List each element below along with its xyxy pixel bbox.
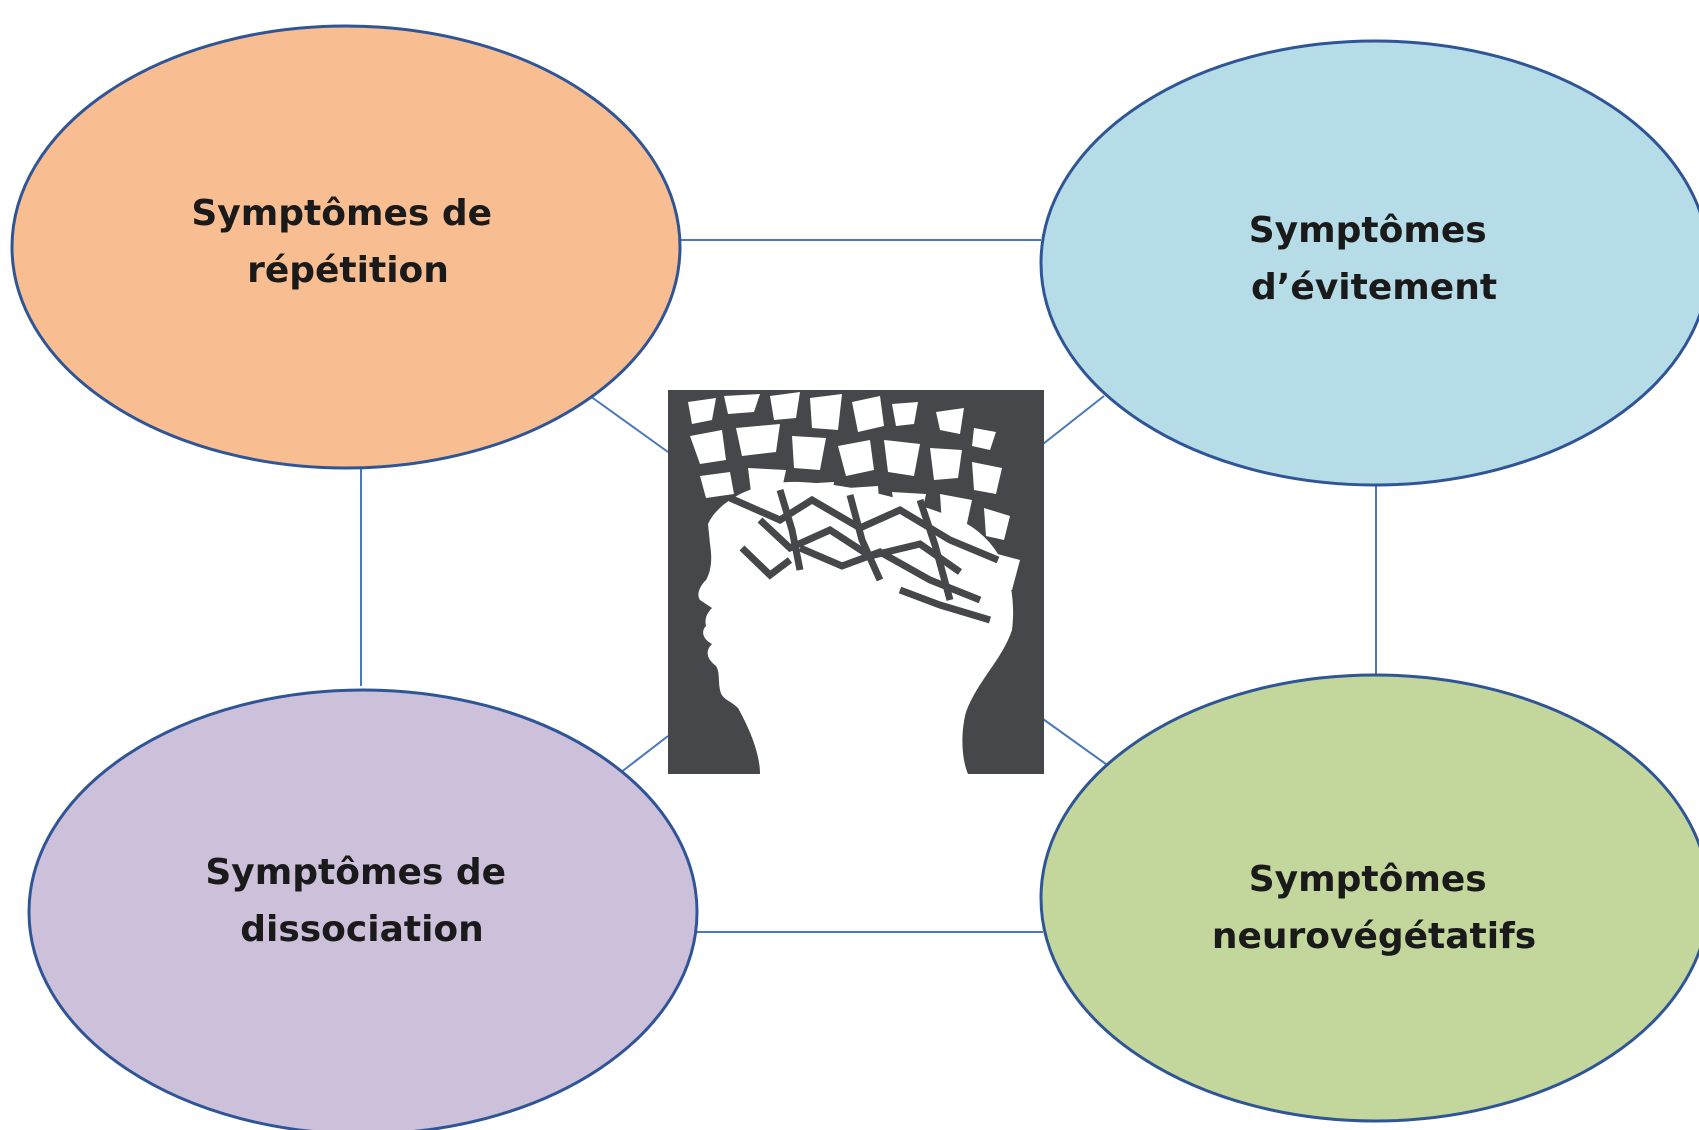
connector-evitement-center bbox=[1042, 395, 1105, 445]
connector-dissociation-center bbox=[619, 735, 669, 774]
node-repetition-label: Symptômes de répétition bbox=[191, 193, 504, 291]
node-neurovegetatifs-ellipse bbox=[1039, 673, 1699, 1123]
node-dissociation-label: Symptômes de dissociation bbox=[205, 852, 518, 950]
shattered-head-profile-icon bbox=[668, 390, 1044, 774]
node-dissociation-ellipse bbox=[27, 688, 699, 1130]
node-neurovegetatifs-label: Symptômes neurovégétatifs bbox=[1212, 859, 1536, 957]
node-evitement-ellipse bbox=[1039, 39, 1699, 487]
node-repetition-ellipse bbox=[10, 24, 682, 470]
connector-repetition-center bbox=[589, 395, 669, 453]
node-evitement-label: Symptômes d’évitement bbox=[1249, 210, 1500, 308]
connector-neurovegetatifs-center bbox=[1042, 718, 1118, 773]
connector-lines bbox=[360, 239, 1377, 933]
